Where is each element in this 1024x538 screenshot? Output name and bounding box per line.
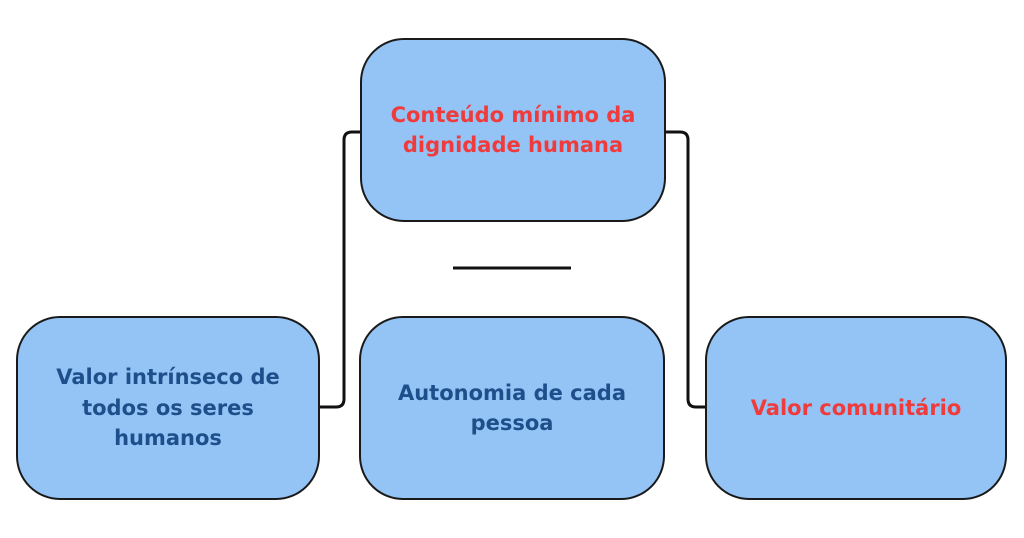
node-label-valor-intrinseco: Valor intrínseco de todos os seres human… — [56, 365, 280, 451]
connector-top-to-right — [664, 130, 707, 409]
node-label-autonomia: Autonomia de cada pessoa — [397, 380, 627, 435]
node-conteudo-minimo: Conteúdo mínimo da dignidade humana — [360, 38, 666, 222]
node-label-conteudo-minimo: Conteúdo mínimo da dignidade humana — [390, 102, 636, 157]
node-valor-comunitario: Valor comunitário — [705, 316, 1007, 500]
connector-top-to-left — [318, 130, 362, 409]
node-label-valor-comunitario: Valor comunitário — [750, 395, 962, 420]
node-autonomia: Autonomia de cada pessoa — [359, 316, 665, 500]
node-valor-intrinseco: Valor intrínseco de todos os seres human… — [16, 316, 320, 500]
